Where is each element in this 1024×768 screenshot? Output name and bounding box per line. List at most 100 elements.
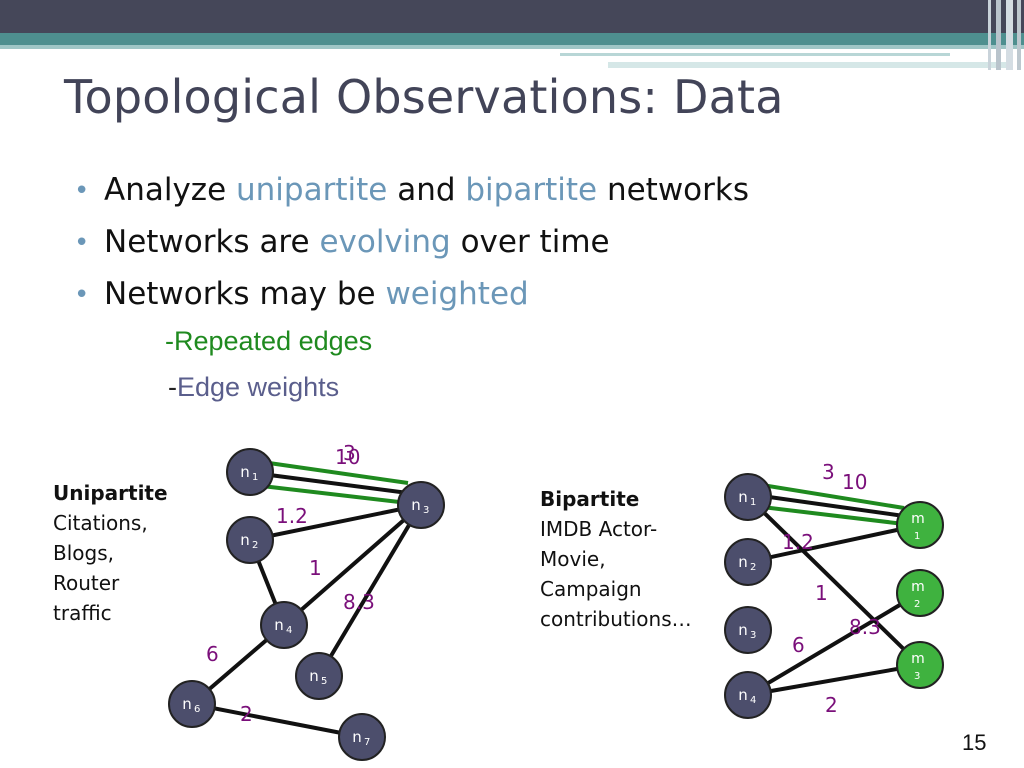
node-label-subscript: 4 — [286, 625, 292, 636]
header-dark-band — [0, 0, 1024, 33]
movie-node-circle — [896, 641, 944, 689]
node-label-subscript: 7 — [364, 737, 370, 748]
node-label-subscript: 1 — [252, 472, 258, 483]
node-circle — [226, 516, 274, 564]
header-stripe — [1006, 0, 1013, 70]
node-label: n — [240, 531, 250, 549]
node-label-subscript: 5 — [321, 676, 327, 687]
edge — [317, 503, 423, 678]
edge — [747, 523, 921, 564]
caption-line: Blogs, — [53, 541, 114, 565]
node-label: m — [911, 511, 925, 527]
node-label-subscript: 2 — [252, 540, 258, 551]
sub-bullet-repeated-edges: -Repeated edges — [165, 326, 373, 356]
unipartite-weight-labels: 3 10 1.2 1 8.3 6 2 — [206, 441, 375, 726]
highlight-weighted: weighted — [385, 276, 529, 312]
caption-line: IMDB Actor- — [540, 517, 658, 541]
weight-label: 10 — [842, 470, 867, 494]
bipartite-caption-title: Bipartite — [540, 487, 640, 511]
caption-line: Citations, — [53, 511, 148, 535]
header-stripe — [988, 0, 991, 70]
highlight-bipartite: bipartite — [465, 172, 598, 208]
caption-line: Movie, — [540, 547, 606, 571]
node-label-subscript: 2 — [914, 599, 920, 610]
node-label: n — [352, 728, 362, 746]
page-number: 15 — [962, 730, 987, 755]
bipartite-caption: Bipartite IMDB Actor- Movie, Campaign co… — [540, 484, 692, 634]
node-label: m — [911, 651, 925, 667]
unipartite-caption: Unipartite Citations, Blogs, Router traf… — [53, 478, 168, 628]
movie-node: m3 — [896, 641, 944, 689]
node-label: n — [738, 488, 748, 506]
caption-line: Router — [53, 571, 120, 595]
highlight-unipartite: unipartite — [236, 172, 388, 208]
node-label-subscript: 4 — [750, 695, 756, 706]
header-light-band — [0, 45, 1024, 49]
edge — [747, 663, 921, 697]
movie-node: m2 — [896, 569, 944, 617]
edge — [282, 503, 423, 627]
edge — [261, 472, 409, 495]
edge — [191, 702, 363, 739]
node-circle — [168, 680, 216, 728]
header-teal-band — [0, 33, 1024, 45]
repeated-edge — [261, 460, 409, 485]
header-decoration — [0, 0, 1024, 70]
bullet-item: • Networks may be weighted — [74, 276, 529, 312]
node-circle — [260, 601, 308, 649]
bipartite-edges — [746, 483, 922, 697]
node-label-subscript: 3 — [750, 630, 756, 641]
node-label: m — [911, 579, 925, 595]
weight-label: 3 — [343, 441, 356, 465]
node-label-subscript: 1 — [914, 531, 920, 542]
weight-label: 1 — [815, 581, 828, 605]
node-label: n — [738, 621, 748, 639]
node-label: n — [309, 667, 319, 685]
edge — [761, 494, 905, 518]
header-stripe — [996, 0, 1001, 70]
edge — [746, 495, 922, 667]
node-label: n — [738, 553, 748, 571]
node-label-subscript: 1 — [750, 497, 756, 508]
caption-line: contributions… — [540, 607, 692, 631]
bipartite-weight-labels: 3 10 1.2 1 8.3 6 2 — [782, 460, 881, 717]
unipartite-edges — [190, 460, 423, 739]
bullet-dot-icon: • — [74, 228, 90, 258]
repeated-edge — [761, 505, 905, 526]
node-label-subscript: 6 — [194, 704, 200, 715]
node-label: n — [240, 463, 250, 481]
slide-title: Topological Observations: Data — [64, 70, 784, 124]
bullet-dot-icon: • — [74, 176, 90, 206]
node-circle — [724, 606, 772, 654]
weight-label: 8.3 — [849, 615, 881, 639]
weight-label: 8.3 — [343, 590, 375, 614]
weight-label: 1 — [309, 556, 322, 580]
node-label-subscript: 2 — [750, 562, 756, 573]
highlight-evolving: evolving — [319, 224, 451, 260]
bullet-list: • Analyze unipartite and bipartite netwo… — [72, 172, 749, 328]
node-label-subscript: 3 — [914, 671, 920, 682]
weight-label: 2 — [240, 702, 253, 726]
node-label: n — [411, 496, 421, 514]
bullet-item: • Analyze unipartite and bipartite netwo… — [74, 172, 749, 208]
weight-label: 2 — [825, 693, 838, 717]
node-label-subscript: 3 — [423, 505, 429, 516]
header-stripe — [1017, 0, 1021, 70]
movie-node-circle — [896, 501, 944, 549]
weight-label: 3 — [822, 460, 835, 484]
node-circle — [226, 448, 274, 496]
node-circle — [724, 671, 772, 719]
node-label: n — [182, 695, 192, 713]
